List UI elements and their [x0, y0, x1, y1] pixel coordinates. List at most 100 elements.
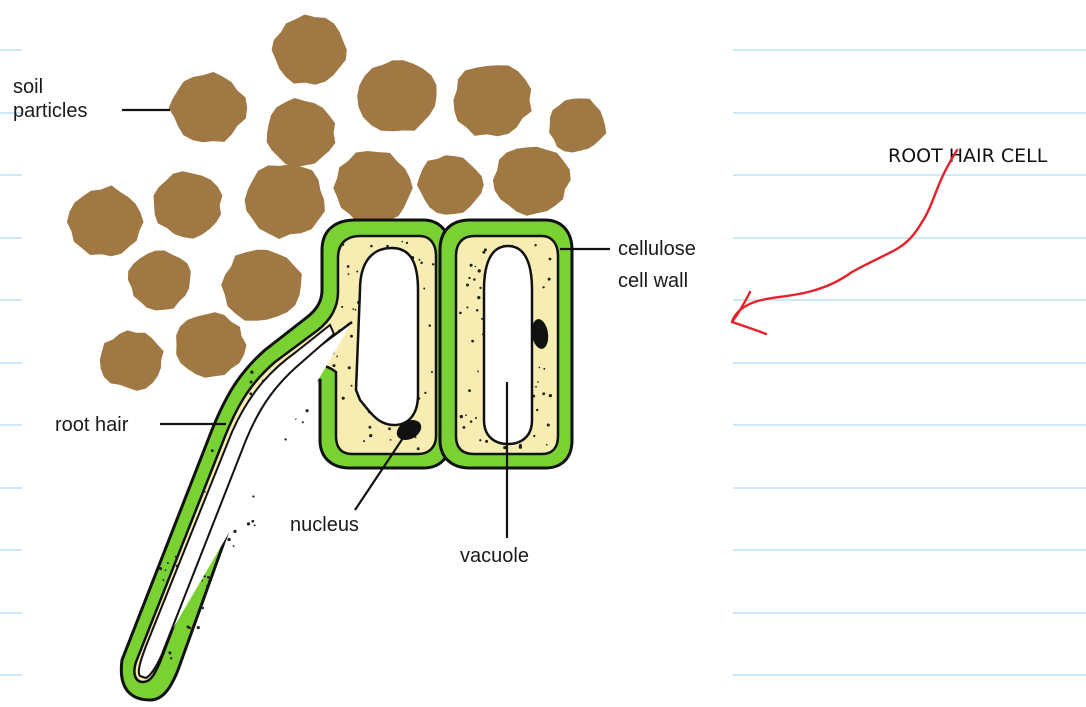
- granule: [477, 371, 479, 373]
- granule: [187, 626, 190, 629]
- granule: [471, 340, 474, 343]
- granule: [547, 423, 550, 426]
- granule: [549, 258, 552, 261]
- granule: [165, 569, 167, 571]
- granule: [336, 356, 338, 358]
- granule: [284, 438, 286, 440]
- granule: [477, 296, 480, 299]
- granule: [342, 244, 344, 246]
- granule: [543, 368, 545, 370]
- granule: [302, 421, 304, 423]
- granule: [432, 263, 434, 265]
- granule: [478, 269, 481, 272]
- granule: [388, 427, 391, 430]
- granule: [406, 242, 408, 244]
- granule: [460, 415, 463, 418]
- soil-particle: [272, 15, 347, 85]
- granule: [548, 278, 551, 281]
- granule: [254, 524, 256, 526]
- soil-label-line2: particles: [13, 100, 87, 122]
- soil-particle: [549, 98, 606, 152]
- granule: [341, 306, 343, 308]
- granule: [227, 538, 230, 541]
- granule: [553, 240, 555, 242]
- granule: [479, 439, 481, 441]
- granule: [233, 530, 236, 533]
- granule: [476, 309, 479, 312]
- granule: [347, 265, 350, 268]
- soil-particle: [245, 164, 325, 239]
- granule: [252, 495, 254, 497]
- granule: [370, 245, 373, 248]
- cellulose-label-line2: cell wall: [618, 270, 688, 292]
- granule: [485, 440, 488, 443]
- granule: [351, 385, 353, 387]
- granule: [468, 277, 470, 279]
- granule: [204, 491, 206, 493]
- granule: [431, 371, 433, 373]
- granule: [197, 626, 200, 629]
- soil-particle: [100, 330, 164, 391]
- red-arrow-icon: [732, 150, 957, 334]
- granule: [420, 261, 423, 264]
- root-hair-label: root hair: [55, 414, 129, 436]
- cellulose-label-line1: cellulose: [618, 238, 696, 260]
- soil-particle: [453, 65, 531, 136]
- soil-particle: [176, 312, 246, 378]
- granule: [533, 435, 535, 437]
- nucleus-label: nucleus: [290, 514, 359, 536]
- granule: [418, 259, 420, 261]
- granule: [306, 409, 309, 412]
- granule: [417, 447, 420, 450]
- soil-particle: [493, 147, 571, 216]
- granule: [206, 585, 209, 588]
- granule: [355, 309, 357, 311]
- granule: [534, 244, 536, 246]
- granule: [251, 520, 254, 523]
- granule: [201, 580, 203, 582]
- granule: [466, 306, 468, 308]
- soil-particle: [169, 72, 248, 142]
- granule: [423, 288, 425, 290]
- vacuole-label: vacuole: [460, 545, 529, 567]
- soil-particle: [128, 251, 191, 311]
- granule: [535, 386, 537, 388]
- granule: [542, 286, 544, 288]
- granule: [470, 420, 473, 423]
- granule: [465, 414, 467, 416]
- granule: [466, 283, 469, 286]
- granule: [424, 392, 426, 394]
- soil-particle: [221, 250, 302, 321]
- granule: [369, 434, 372, 437]
- soil-particle: [154, 171, 223, 239]
- soil-particle: [333, 151, 413, 227]
- soil-particle: [357, 60, 436, 131]
- granule: [356, 271, 358, 273]
- granule: [348, 273, 350, 275]
- granule: [462, 426, 465, 429]
- soil-particle: [267, 98, 336, 167]
- granule: [363, 440, 365, 442]
- granule: [429, 324, 432, 327]
- soil-label-line1: soil: [13, 76, 43, 98]
- granule: [201, 604, 203, 606]
- root-hair-cell-annotation: ROOT HAIR CELL: [888, 145, 1048, 167]
- granule: [348, 366, 351, 369]
- granule: [211, 449, 214, 452]
- granule: [473, 278, 476, 281]
- soil-particle: [67, 185, 144, 256]
- granule: [459, 312, 462, 315]
- granule: [233, 545, 235, 547]
- granule: [537, 381, 539, 383]
- granule: [162, 579, 164, 581]
- granule: [247, 522, 250, 525]
- granule: [479, 287, 481, 289]
- granule: [542, 392, 545, 395]
- granule: [369, 426, 372, 429]
- granule: [342, 397, 345, 400]
- granule: [484, 248, 487, 251]
- granule: [546, 444, 548, 446]
- granule: [350, 335, 353, 338]
- root-hair-cells: [121, 220, 572, 700]
